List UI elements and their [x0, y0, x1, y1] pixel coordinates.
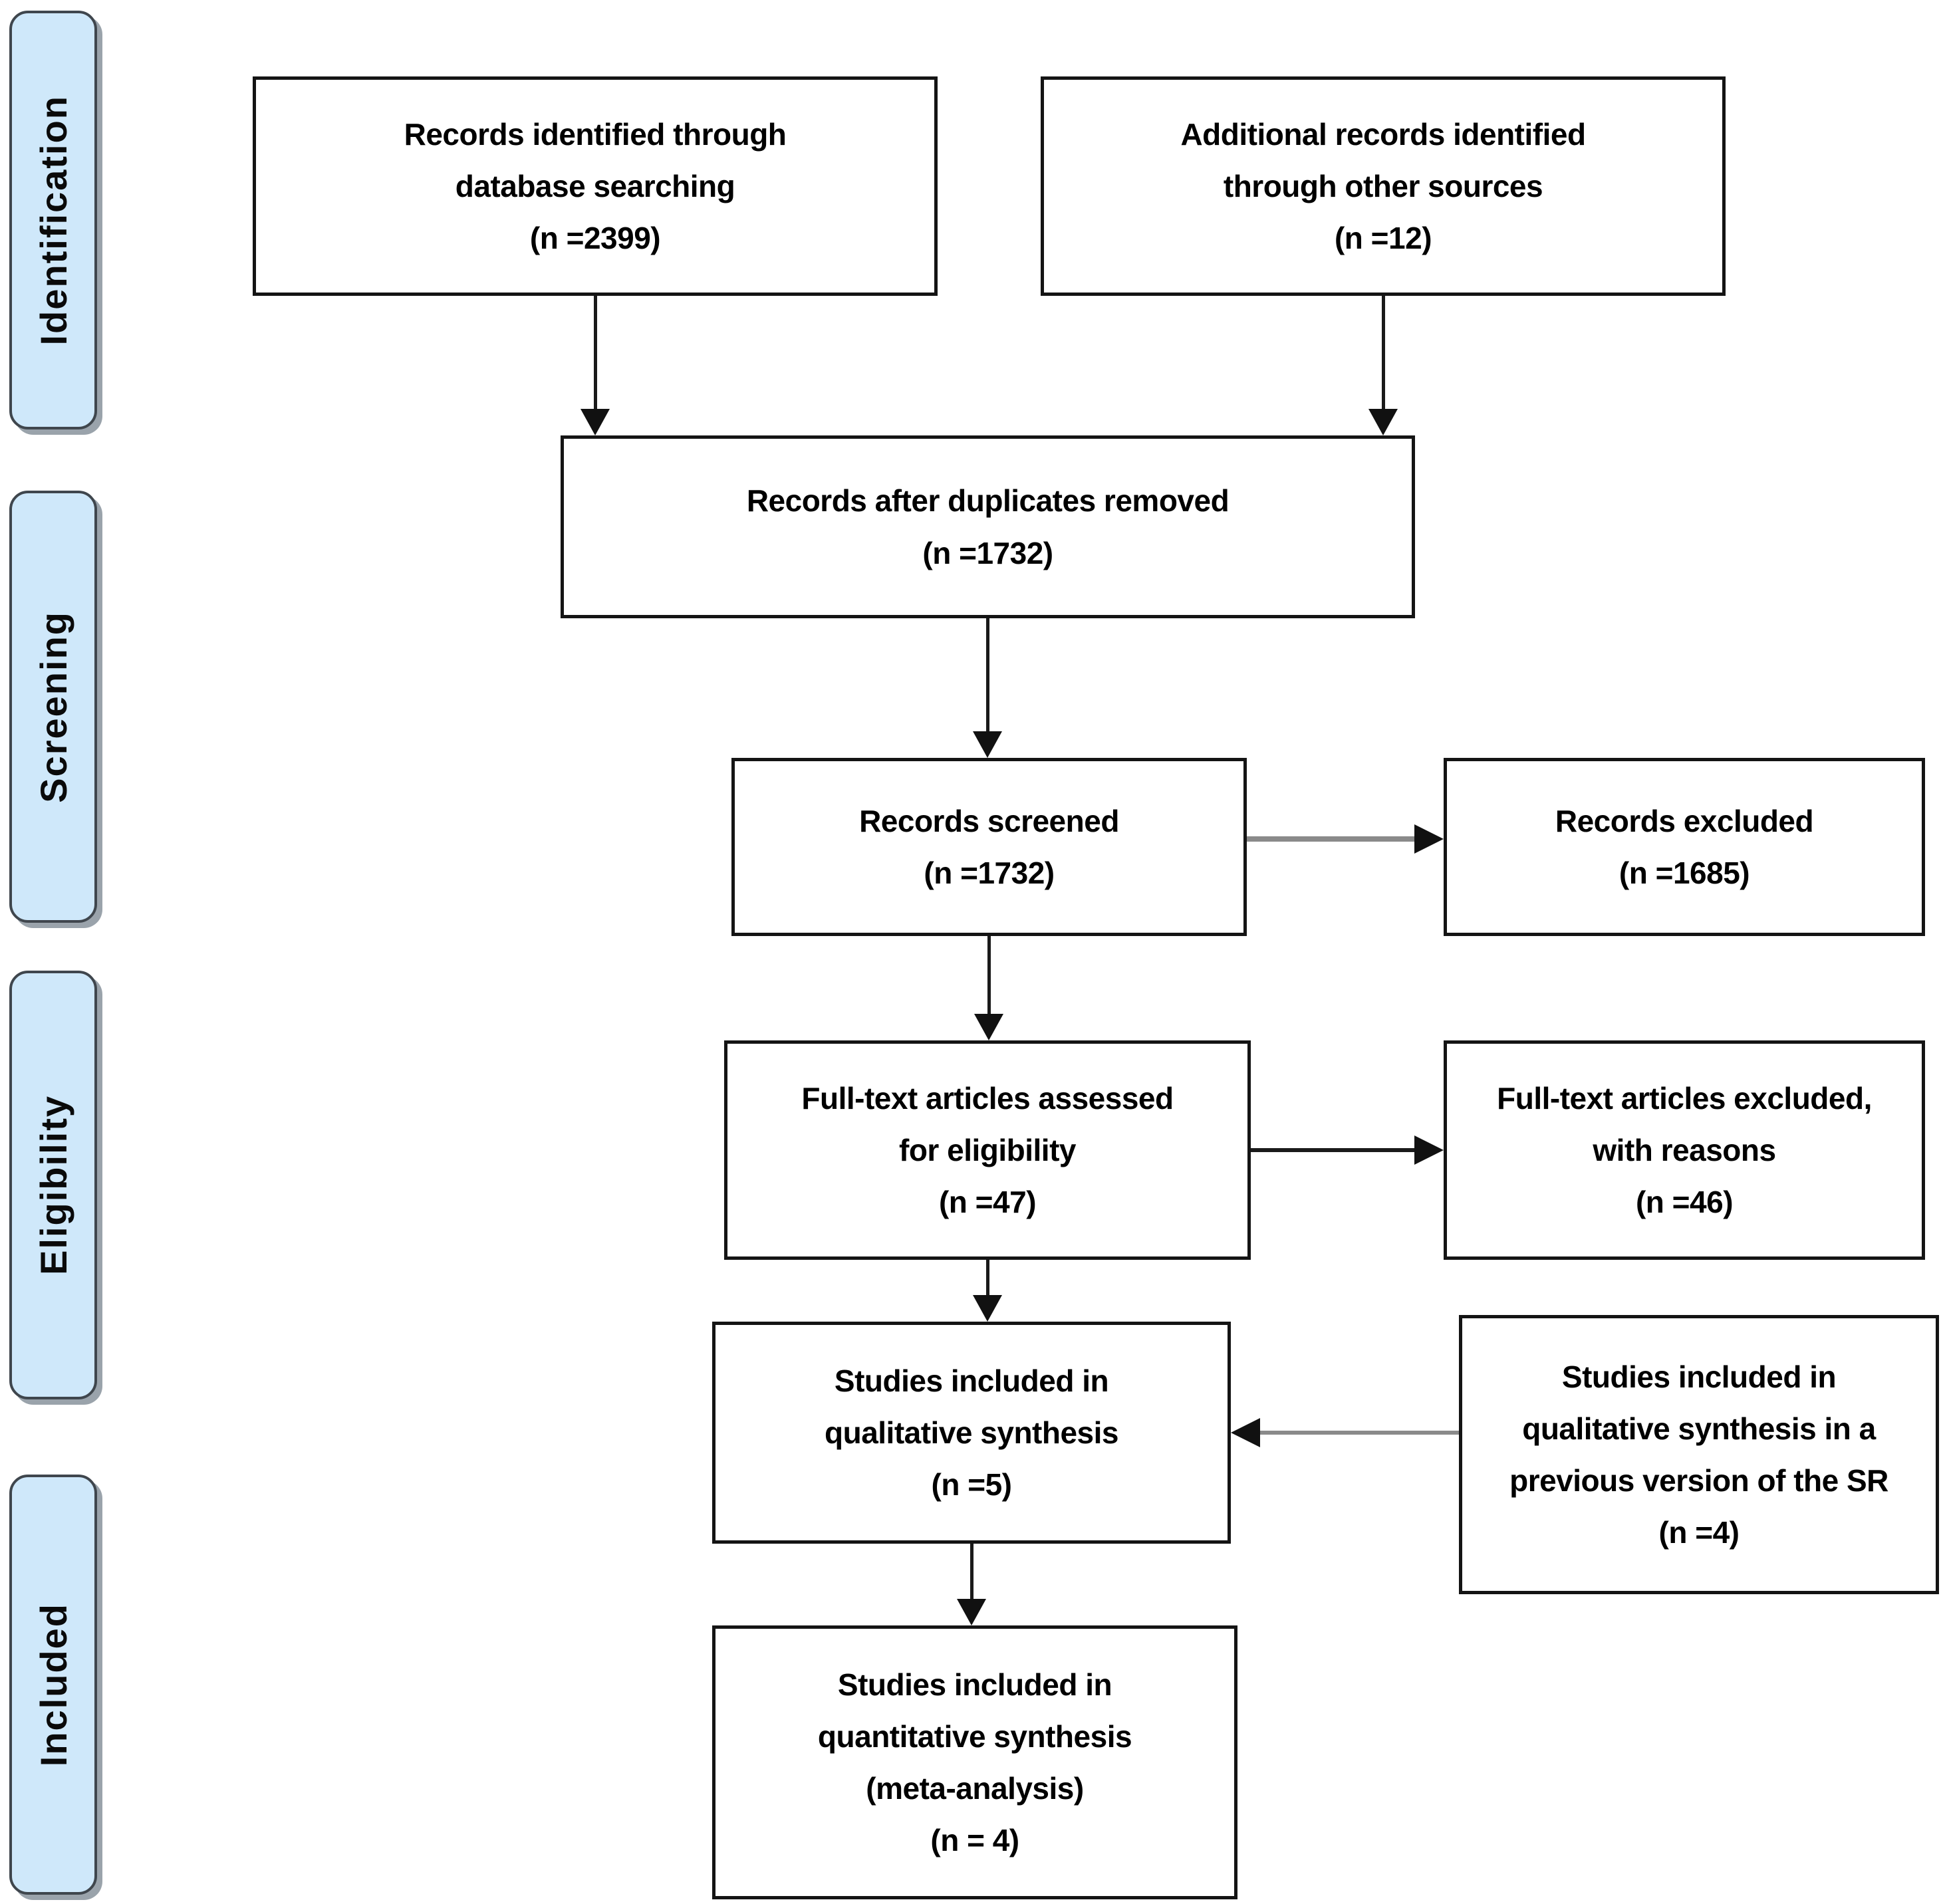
box-line: database searching: [455, 168, 735, 203]
box-line: Full-text articles assessed: [801, 1080, 1174, 1116]
box-line: through other sources: [1223, 168, 1543, 203]
box-count: (n =4): [1658, 1515, 1740, 1550]
box-fulltext-excluded: Full-text articles excluded, with reason…: [1444, 1040, 1925, 1260]
box-count: (n =47): [938, 1185, 1037, 1220]
box-previous-sr-qualitative: Studies included in qualitative synthesi…: [1459, 1315, 1939, 1594]
arrow-db-to-duplicates-line: [594, 296, 597, 410]
box-line: previous version of the SR: [1509, 1463, 1888, 1498]
arrow-down-icon: [581, 409, 610, 435]
box-line: Records after duplicates removed: [746, 483, 1230, 519]
box-additional-records: Additional records identified through ot…: [1041, 76, 1726, 296]
stage-included: Included: [9, 1475, 97, 1895]
box-line: Records excluded: [1555, 803, 1814, 838]
box-line: Records screened: [859, 803, 1119, 838]
box-line: qualitative synthesis in a: [1522, 1411, 1876, 1446]
arrow-right-icon: [1414, 1135, 1444, 1165]
box-line: Records identified through: [404, 116, 787, 152]
arrow-down-icon: [957, 1599, 986, 1625]
box-count: (n =1685): [1619, 856, 1750, 890]
box-quantitative-synthesis-text: Studies included in quantitative synthes…: [715, 1659, 1234, 1867]
box-line: with reasons: [1593, 1132, 1776, 1167]
box-line: Studies included in: [837, 1667, 1112, 1702]
box-records-identified-db-text: Records identified through database sear…: [256, 108, 934, 265]
stage-identification: Identification: [9, 11, 97, 429]
box-line: qualitative synthesis: [825, 1415, 1119, 1450]
arrow-previoussr-to-qualitative-line: [1260, 1431, 1459, 1435]
box-fulltext-assessed: Full-text articles assessed for eligibil…: [724, 1040, 1251, 1260]
stage-identification-label: Identification: [32, 94, 74, 346]
stage-screening-label: Screening: [32, 610, 74, 803]
box-records-screened-text: Records screened (n =1732): [735, 795, 1243, 899]
arrow-qualitative-to-quantitative-line: [970, 1544, 973, 1600]
box-line: Additional records identified: [1180, 116, 1586, 152]
box-line: for eligibility: [899, 1132, 1076, 1167]
box-qualitative-synthesis-text: Studies included in qualitative synthesi…: [715, 1355, 1228, 1511]
box-records-excluded-text: Records excluded (n =1685): [1447, 795, 1922, 899]
box-additional-records-text: Additional records identified through ot…: [1044, 108, 1722, 265]
arrow-fulltext-to-qualitative-line: [986, 1260, 989, 1297]
arrow-down-icon: [1368, 409, 1398, 435]
arrow-duplicates-to-screened-line: [986, 618, 989, 733]
box-count: (n = 4): [930, 1823, 1019, 1858]
box-line: Studies included in: [1561, 1359, 1837, 1394]
arrow-sources-to-duplicates-line: [1382, 296, 1385, 410]
box-after-duplicates-removed-text: Records after duplicates removed (n =173…: [564, 475, 1412, 578]
arrow-down-icon: [973, 731, 1002, 758]
arrow-screened-to-fulltext-line: [987, 936, 991, 1016]
stage-eligibility: Eligibility: [9, 971, 97, 1399]
arrow-right-icon: [1414, 824, 1444, 854]
box-count: (n =1732): [922, 535, 1053, 570]
box-line: Studies included in: [834, 1363, 1109, 1398]
box-count: (n =2399): [529, 221, 661, 256]
box-records-excluded: Records excluded (n =1685): [1444, 758, 1925, 936]
box-quantitative-synthesis: Studies included in quantitative synthes…: [712, 1625, 1237, 1899]
box-fulltext-excluded-text: Full-text articles excluded, with reason…: [1447, 1072, 1922, 1229]
arrow-screened-to-excluded-line: [1247, 836, 1414, 842]
stage-screening: Screening: [9, 491, 97, 923]
box-count: (n =1732): [924, 856, 1055, 890]
arrow-down-icon: [974, 1014, 1003, 1040]
stage-included-label: Included: [32, 1602, 74, 1767]
box-records-screened: Records screened (n =1732): [731, 758, 1247, 936]
arrow-fulltext-to-excluded-line: [1251, 1148, 1414, 1152]
box-previous-sr-qualitative-text: Studies included in qualitative synthesi…: [1462, 1351, 1936, 1559]
box-fulltext-assessed-text: Full-text articles assessed for eligibil…: [727, 1072, 1247, 1229]
stage-eligibility-label: Eligibility: [32, 1095, 74, 1275]
box-line: quantitative synthesis: [817, 1719, 1132, 1754]
box-count: (n =5): [931, 1467, 1012, 1502]
box-count: (n =12): [1334, 221, 1432, 256]
box-line: (meta-analysis): [866, 1771, 1084, 1806]
box-line: Full-text articles excluded,: [1497, 1080, 1872, 1116]
box-qualitative-synthesis: Studies included in qualitative synthesi…: [712, 1322, 1231, 1544]
arrow-left-icon: [1231, 1418, 1260, 1447]
arrow-down-icon: [973, 1295, 1002, 1322]
box-after-duplicates-removed: Records after duplicates removed (n =173…: [561, 435, 1415, 618]
box-count: (n =46): [1635, 1185, 1734, 1220]
box-records-identified-db: Records identified through database sear…: [253, 76, 938, 296]
